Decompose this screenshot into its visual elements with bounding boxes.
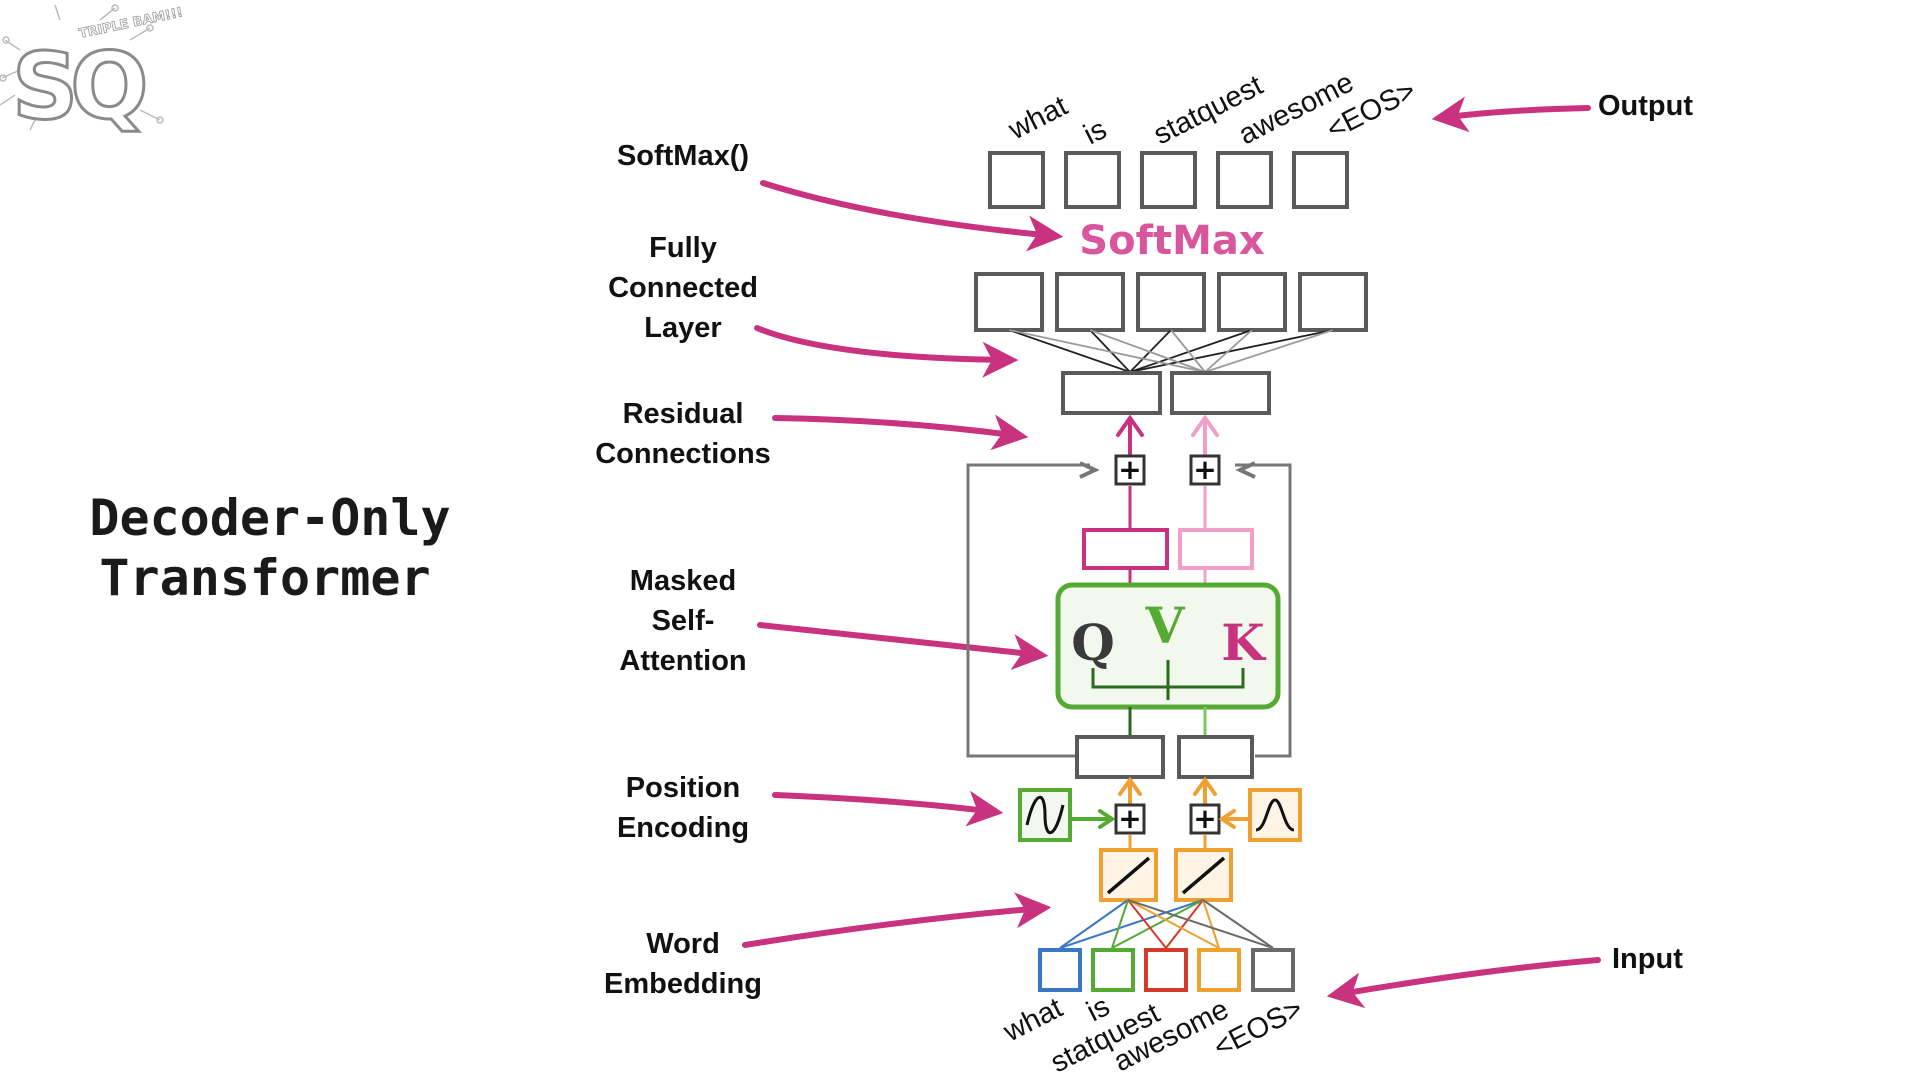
label-residual-2: Connections <box>595 438 771 470</box>
label-fully-connected-1: Fully <box>649 232 717 264</box>
attention-box <box>1055 582 1281 710</box>
attention-k: K <box>1221 613 1266 672</box>
label-fully-connected-3: Layer <box>644 312 721 344</box>
arrow-embedding <box>742 892 1052 948</box>
output-box <box>1140 151 1197 209</box>
sine-wave-icon <box>1025 795 1065 835</box>
input-box-is <box>1091 948 1135 992</box>
residual-add-symbol-1: + <box>1118 453 1141 486</box>
pos-add-symbol-1: + <box>1118 802 1141 835</box>
attention-input-box-2 <box>1177 735 1254 779</box>
input-box-awesome <box>1197 948 1241 992</box>
output-box <box>1292 151 1349 209</box>
arrow-softmax <box>760 180 1064 252</box>
arrow-fully-connected <box>754 325 1019 378</box>
pos-add-box-1 <box>1114 803 1146 835</box>
fc-box <box>1298 272 1368 332</box>
masked-self-attention-block: Q V K <box>1055 582 1281 710</box>
diagram-title: Decoder-Only Transformer <box>89 489 450 607</box>
residual-output-box-2 <box>1170 371 1271 415</box>
left-labels: SoftMax() Fully Connected Layer Residual… <box>595 140 771 1000</box>
pos-add-symbol-2: + <box>1193 802 1216 835</box>
linear-icon <box>1106 856 1151 895</box>
fully-connected-boxes <box>974 272 1368 332</box>
statquest-logo: SQ TRIPLE BAM!!! <box>0 4 185 142</box>
label-output: Output <box>1598 90 1693 122</box>
output-box <box>1064 151 1121 209</box>
attention-input-box-1 <box>1075 735 1165 779</box>
attention-output-box-2 <box>1178 528 1254 570</box>
fc-box <box>1055 272 1125 332</box>
softmax-box-label: SoftMax <box>1079 218 1265 264</box>
title-line-1: Decoder-Only <box>89 489 450 547</box>
arrow-input <box>1326 957 1601 1009</box>
output-tokens: what is statquest awesome <EOS> <box>1003 66 1421 151</box>
residual-add-box-2 <box>1189 454 1221 486</box>
label-masked-attention-1: Masked <box>630 565 736 597</box>
label-word-embedding-1: Word <box>646 928 720 960</box>
pos-encoding-bump-orange <box>1248 788 1302 842</box>
bump-wave-icon <box>1255 798 1295 832</box>
title-line-2: Transformer <box>99 549 430 607</box>
label-masked-attention-2: Self- <box>652 605 715 637</box>
input-token: what <box>998 992 1068 1049</box>
label-word-embedding-2: Embedding <box>604 968 762 1000</box>
fc-box <box>1136 272 1206 332</box>
fc-connection-lines <box>1008 329 1334 373</box>
arrow-residual <box>772 414 1029 451</box>
label-residual-1: Residual <box>623 398 744 430</box>
arrow-position <box>772 790 1004 827</box>
output-box <box>1216 151 1273 209</box>
residual-add-symbol-2: + <box>1193 453 1216 486</box>
arrow-output <box>1431 96 1591 133</box>
arrow-attention <box>757 622 1049 670</box>
linear-icon <box>1181 856 1226 895</box>
logo-letters: SQ <box>12 33 144 140</box>
input-tokens: what is statquest awesome <EOS> <box>998 990 1308 1079</box>
position-encoding: + + <box>1018 776 1302 842</box>
input-box-what <box>1038 948 1082 992</box>
word-embedding-nodes <box>1099 848 1233 902</box>
logo-burst-lines <box>0 4 164 131</box>
output-token: is <box>1079 113 1112 151</box>
input-box-eos <box>1251 948 1295 992</box>
fc-box <box>974 272 1044 332</box>
residual-up-arrows <box>1116 414 1219 457</box>
embedding-connection-lines <box>1059 899 1274 949</box>
label-fully-connected-2: Connected <box>608 272 758 304</box>
pos-add-box-2 <box>1189 803 1221 835</box>
residual-add-box-1 <box>1114 454 1146 486</box>
label-position-encoding-1: Position <box>626 772 740 804</box>
output-boxes <box>988 151 1349 209</box>
pointer-arrows <box>742 96 1601 1009</box>
input-box-statquest <box>1144 948 1188 992</box>
attention-output-box-1 <box>1082 528 1169 570</box>
label-masked-attention-3: Attention <box>619 645 746 677</box>
label-position-encoding-2: Encoding <box>617 812 749 844</box>
residual-output-box-1 <box>1061 371 1162 415</box>
output-token: what <box>1003 90 1073 147</box>
residual-skip-connections <box>966 461 1292 758</box>
label-softmax-fn: SoftMax() <box>617 140 749 172</box>
label-input: Input <box>1612 943 1683 975</box>
input-boxes <box>1038 948 1295 992</box>
residual-add-nodes: + + <box>1114 453 1221 486</box>
output-box <box>988 151 1045 209</box>
attention-v: V <box>1145 596 1186 655</box>
fc-box <box>1217 272 1287 332</box>
attention-q: Q <box>1071 613 1115 672</box>
